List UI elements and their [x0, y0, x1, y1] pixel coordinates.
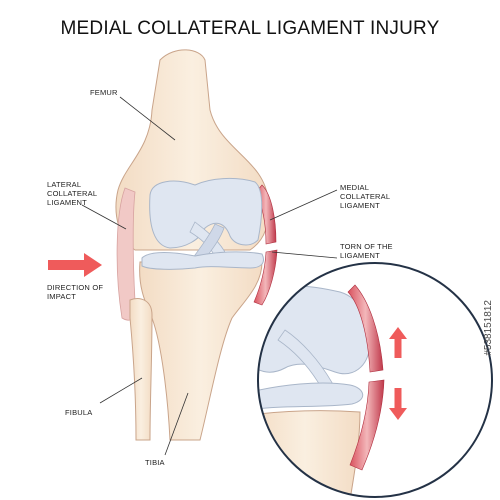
label-fibula: FIBULA: [65, 408, 93, 417]
tibia-bone: [139, 261, 263, 441]
down-arrow: [389, 388, 407, 420]
label-lateral-collateral-ligament: LATERAL COLLATERAL LIGAMENT: [47, 180, 98, 207]
label-torn-ligament: TORN OF THE LIGAMENT: [340, 242, 393, 260]
stock-id: #538151812: [483, 300, 494, 356]
fibula-bone: [129, 298, 153, 441]
zoom-detail: [257, 262, 493, 498]
label-direction-of-impact: DIRECTION OF IMPACT: [47, 283, 104, 301]
meniscus: [141, 251, 264, 270]
torn-ligament: [253, 249, 278, 306]
leader-lines: [81, 96, 338, 456]
up-arrow: [389, 327, 407, 358]
diagram-title: MEDIAL COLLATERAL LIGAMENT INJURY: [60, 18, 440, 39]
impact-arrow: [48, 253, 102, 277]
label-tibia: TIBIA: [145, 458, 165, 467]
label-femur: FEMUR: [90, 88, 118, 97]
label-medial-collateral-ligament: MEDIAL COLLATERAL LIGAMENT: [340, 183, 391, 210]
femoral-cartilage: [149, 177, 263, 249]
